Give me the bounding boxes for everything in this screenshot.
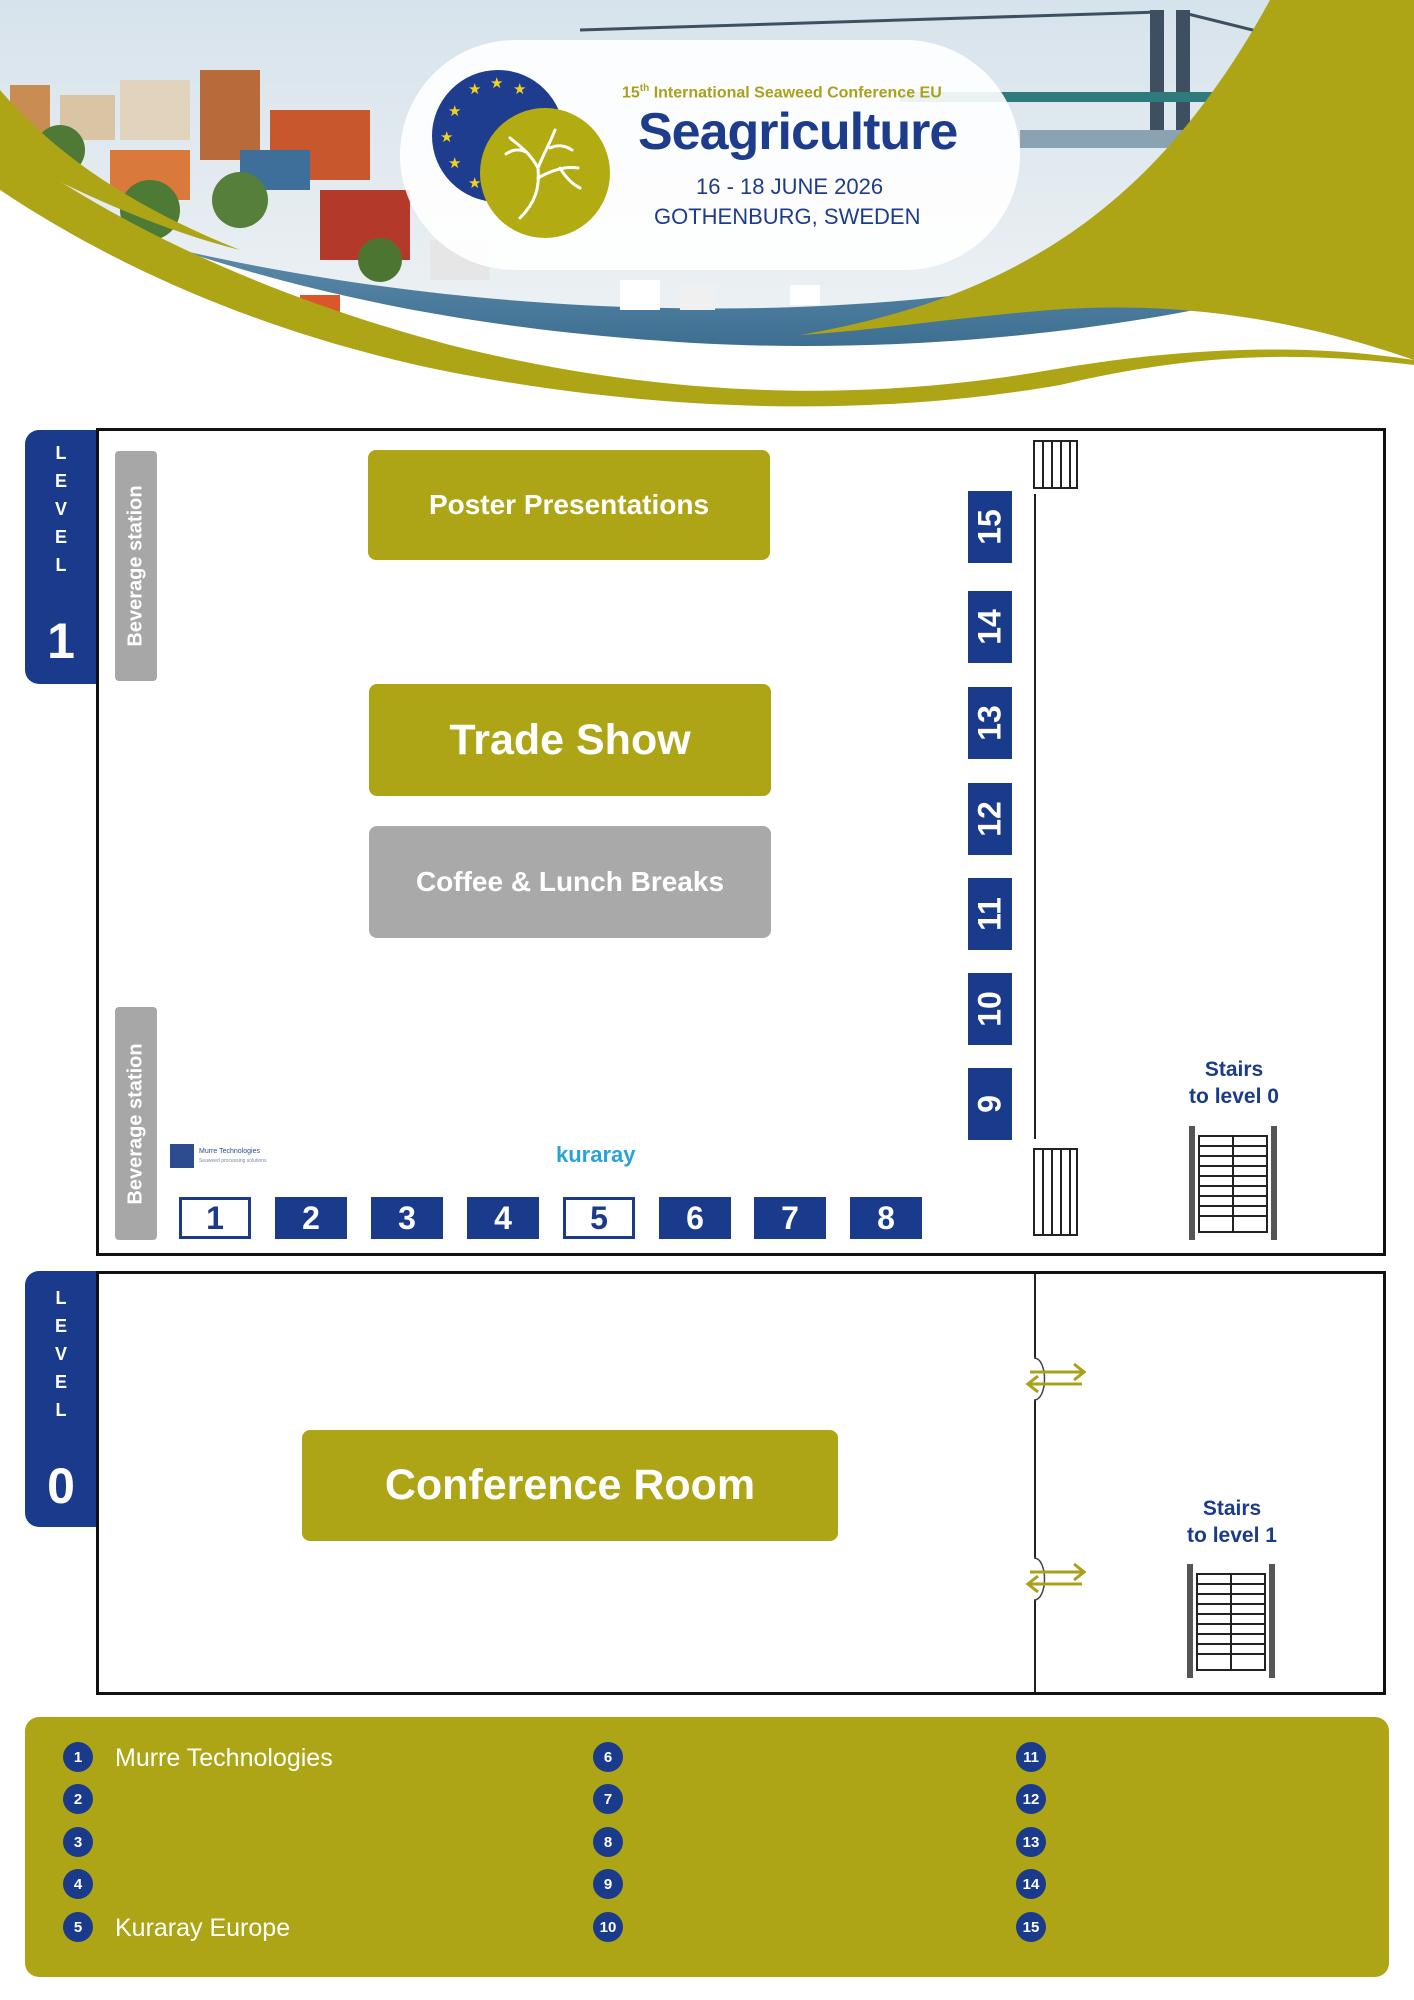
conference-name: Seagriculture bbox=[638, 103, 958, 161]
level-letter: E bbox=[54, 1316, 67, 1336]
beverage-station-bottom: Beverage station bbox=[115, 1007, 157, 1240]
level-number: 1 bbox=[47, 613, 75, 669]
legend-number: 4 bbox=[63, 1869, 93, 1899]
legend-number: 10 bbox=[593, 1912, 623, 1942]
legend-number: 12 bbox=[1016, 1784, 1046, 1814]
booth-number: 9 bbox=[971, 1095, 1008, 1113]
booth-number: 11 bbox=[971, 897, 1008, 931]
booth-8[interactable]: 8 bbox=[850, 1197, 922, 1239]
legend-number: 2 bbox=[63, 1784, 93, 1814]
booth-7[interactable]: 7 bbox=[754, 1197, 826, 1239]
level-letter: E bbox=[54, 1372, 67, 1392]
level-letter: L bbox=[55, 443, 67, 463]
legend-number: 1 bbox=[63, 1742, 93, 1772]
star-icon: ★ bbox=[440, 129, 454, 146]
beverage-station-label: Beverage station bbox=[124, 485, 147, 647]
booth-number: 13 bbox=[971, 705, 1008, 741]
legend-number: 7 bbox=[593, 1784, 623, 1814]
star-icon: ★ bbox=[448, 103, 462, 120]
booth-13[interactable]: 13 bbox=[968, 687, 1012, 759]
booth-number: 15 bbox=[971, 509, 1008, 545]
booth-2[interactable]: 2 bbox=[275, 1197, 347, 1239]
booth-number: 10 bbox=[971, 991, 1008, 1027]
stairs-label-line: to level 0 bbox=[1189, 1085, 1279, 1108]
booth-6[interactable]: 6 bbox=[659, 1197, 731, 1239]
conference-location: GOTHENBURG, SWEDEN bbox=[654, 204, 921, 229]
door-grate-bottom bbox=[1033, 1148, 1078, 1236]
legend-number: 9 bbox=[593, 1869, 623, 1899]
stairs-label-line: Stairs bbox=[1202, 1497, 1262, 1520]
wall-divider bbox=[1034, 1274, 1036, 1692]
poster-presentations-area[interactable]: Poster Presentations bbox=[368, 450, 770, 560]
legend-number: 5 bbox=[63, 1912, 93, 1942]
star-icon: ★ bbox=[513, 81, 527, 98]
level-1-tab: L E V E L 1 bbox=[25, 430, 97, 684]
booth-4[interactable]: 4 bbox=[467, 1197, 539, 1239]
level-0-tab: L E V E L 0 bbox=[25, 1271, 97, 1527]
legend-exhibitor: Kuraray Europe bbox=[115, 1914, 291, 1942]
star-icon: ★ bbox=[468, 175, 482, 192]
legend-exhibitor: Murre Technologies bbox=[115, 1744, 333, 1772]
door-grate-top bbox=[1033, 440, 1078, 489]
booth-15[interactable]: 15 bbox=[968, 491, 1012, 563]
booth-12[interactable]: 12 bbox=[968, 783, 1012, 855]
star-icon: ★ bbox=[468, 81, 482, 98]
murre-sponsor-name: Murre Technologies bbox=[199, 1148, 260, 1155]
booth-number: 14 bbox=[971, 609, 1008, 645]
legend-number: 15 bbox=[1016, 1912, 1046, 1942]
legend-number: 11 bbox=[1016, 1742, 1046, 1772]
level-letter: E bbox=[54, 527, 67, 547]
booth-14[interactable]: 14 bbox=[968, 591, 1012, 663]
header-banner: ★ ★ ★ ★ ★ ★ ★ 15th International Seaweed… bbox=[0, 0, 1414, 420]
booth-9[interactable]: 9 bbox=[968, 1068, 1012, 1140]
seaweed-tree-logo bbox=[480, 108, 610, 238]
booth-1[interactable]: 1 bbox=[179, 1197, 251, 1239]
murre-sponsor-tagline: Seaweed processing solutions bbox=[199, 1158, 267, 1164]
beverage-station-top: Beverage station bbox=[115, 451, 157, 681]
stairs-icon[interactable] bbox=[1183, 1562, 1279, 1680]
stairs-label-line: Stairs bbox=[1204, 1058, 1264, 1081]
level-number: 0 bbox=[47, 1458, 75, 1514]
conference-subtitle: 15th International Seaweed Conference EU bbox=[622, 83, 942, 102]
legend-number: 6 bbox=[593, 1742, 623, 1772]
level-letter: L bbox=[55, 1400, 67, 1420]
level-letter: L bbox=[55, 555, 67, 575]
double-arrow-door-icon[interactable] bbox=[1026, 1354, 1086, 1404]
wall-divider bbox=[1034, 494, 1036, 1139]
double-arrow-door-icon[interactable] bbox=[1026, 1554, 1086, 1604]
murre-logo-icon bbox=[170, 1144, 194, 1168]
level-letter: E bbox=[54, 471, 67, 491]
legend-number: 14 bbox=[1016, 1869, 1046, 1899]
legend-number: 3 bbox=[63, 1827, 93, 1857]
legend-number: 13 bbox=[1016, 1827, 1046, 1857]
beverage-station-label: Beverage station bbox=[124, 1042, 147, 1205]
conference-room-area[interactable]: Conference Room bbox=[302, 1430, 838, 1541]
booth-5[interactable]: 5 bbox=[563, 1197, 635, 1239]
star-icon: ★ bbox=[448, 155, 462, 172]
stairs-label-line: to level 1 bbox=[1187, 1524, 1277, 1547]
stairs-to-level-1-label: Stairs to level 1 bbox=[1162, 1495, 1302, 1549]
seaweed-icon bbox=[504, 128, 582, 220]
star-icon: ★ bbox=[490, 75, 504, 92]
stairs-to-level-0-label: Stairs to level 0 bbox=[1164, 1056, 1304, 1110]
coffee-lunch-area[interactable]: Coffee & Lunch Breaks bbox=[369, 826, 771, 938]
level-letter: V bbox=[54, 1344, 67, 1364]
booth-11[interactable]: 11 bbox=[968, 878, 1012, 950]
booth-number: 12 bbox=[971, 801, 1008, 837]
conference-dates: 16 - 18 JUNE 2026 bbox=[696, 174, 884, 199]
booth-10[interactable]: 10 bbox=[968, 973, 1012, 1045]
legend-number: 8 bbox=[593, 1827, 623, 1857]
stairs-icon[interactable] bbox=[1185, 1124, 1281, 1242]
exhibitor-legend: 1 Murre Technologies 2 3 4 5 Kuraray Europ… bbox=[25, 1717, 1389, 1977]
trade-show-area[interactable]: Trade Show bbox=[369, 684, 771, 796]
level-letter: L bbox=[55, 1288, 67, 1308]
booth-3[interactable]: 3 bbox=[371, 1197, 443, 1239]
kuraray-sponsor-logo: kuraray bbox=[556, 1142, 636, 1167]
level-letter: V bbox=[54, 499, 67, 519]
